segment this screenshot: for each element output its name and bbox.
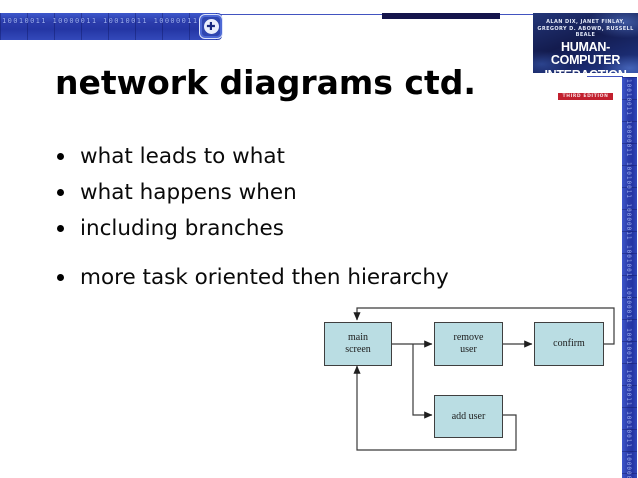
cover-step-line (587, 76, 623, 77)
bullet-icon (57, 189, 64, 196)
diagram-box-add-user: add user (434, 395, 503, 438)
hci-logo-glyph: ✚ (203, 19, 219, 34)
top-navy-bar (382, 13, 500, 19)
bullet-list: what leads to what what happens when inc… (55, 143, 535, 291)
list-item: what happens when (55, 179, 535, 206)
cover-authors-line2: GREGORY D. ABOWD, RUSSELL BEALE (537, 25, 634, 39)
bullet-text: more task oriented then hierarchy (80, 265, 449, 290)
bullet-text: what happens when (80, 180, 297, 205)
diagram-box-remove-user: remove user (434, 322, 503, 366)
bullet-icon (57, 225, 64, 232)
book-cover: ALAN DIX, JANET FINLAY, GREGORY D. ABOWD… (533, 13, 638, 100)
bullet-icon (57, 274, 64, 281)
binary-pattern-text-vertical: 10010011 10000011 10010011 10000011 1001… (625, 77, 632, 478)
hci-logo-icon: ✚ (199, 14, 223, 39)
bullet-text: including branches (80, 216, 284, 241)
binary-pattern-strip-right: 10010011 10000011 10010011 10000011 1001… (622, 77, 637, 478)
cover-title-line1: HUMAN-COMPUTER (550, 39, 621, 67)
cover-edition-badge: THIRD EDITION (557, 92, 614, 100)
bullet-text: what leads to what (80, 144, 285, 169)
diagram-box-confirm: confirm (534, 322, 604, 366)
bullet-icon (57, 153, 64, 160)
cover-title-line2: INTERACTION (544, 67, 627, 82)
diagram-box-main-screen: main screen (324, 322, 392, 366)
list-item: more task oriented then hierarchy (55, 264, 535, 291)
page-title: network diagrams ctd. (55, 63, 476, 102)
cover-authors-line1: ALAN DIX, JANET FINLAY, (546, 19, 625, 25)
list-item: including branches (55, 215, 535, 242)
list-item: what leads to what (55, 143, 535, 170)
binary-pattern-strip-top: 10010011 10000011 10010011 10000011 1001… (0, 13, 222, 40)
binary-pattern-text: 10010011 10000011 10010011 10000011 1001… (2, 17, 222, 25)
